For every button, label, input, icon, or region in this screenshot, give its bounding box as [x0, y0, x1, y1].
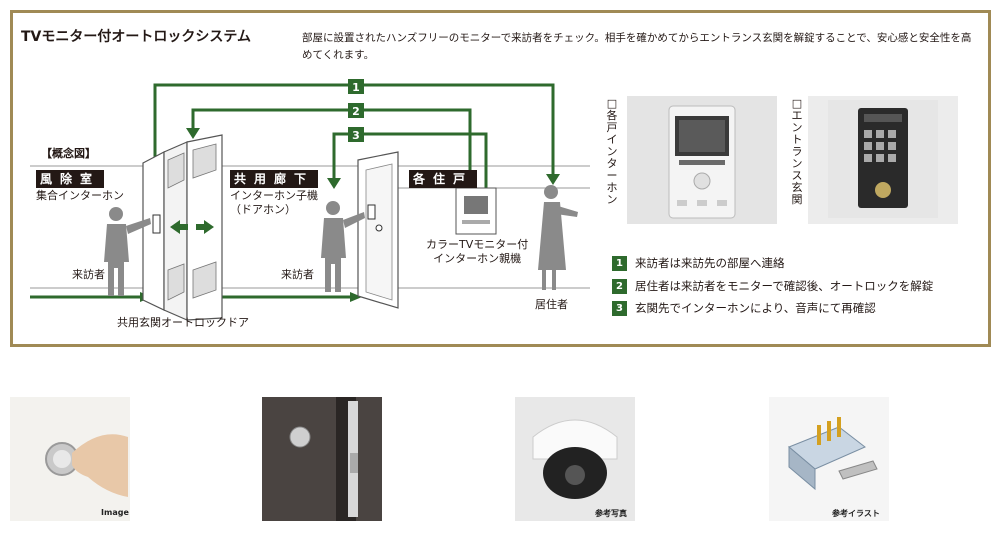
- caption-reference-photo: 参考写真: [595, 509, 627, 518]
- flow-badge-1: [348, 79, 364, 94]
- door-label: 共用玄関オートロックドア: [117, 316, 249, 329]
- legend-text-3: 玄関先でインターホンにより、音声にて再確認: [635, 301, 876, 315]
- flow-3-line: [332, 132, 488, 190]
- flow-badge-1-text: 1: [352, 81, 360, 94]
- indoor-unit-photo: [627, 96, 777, 224]
- room-tag-unit: 各住戸: [409, 170, 478, 188]
- apartment-door: [357, 151, 399, 309]
- flow-3-arrowhead: [327, 178, 341, 189]
- room-tag-corridor: 共用廊下: [230, 170, 319, 188]
- description: 部屋に設置されたハンズフリーのモニターで来訪者をチェック。相手を確かめてからエン…: [302, 32, 972, 61]
- legend-number-1: 1: [612, 255, 627, 271]
- resident-label: 居住者: [535, 298, 568, 311]
- caption-reference-illustration: 参考イラスト: [832, 509, 880, 518]
- visitor-figure-left: [104, 207, 151, 296]
- key-photo: [10, 397, 130, 521]
- visitor-label-corridor: 来訪者: [281, 268, 314, 281]
- camera-image: [515, 397, 635, 521]
- concept-label: 【概念図】: [41, 147, 96, 160]
- flow-badge-3: [348, 127, 364, 142]
- flow-badge-2: [348, 103, 364, 118]
- cylinder-image: [769, 397, 889, 521]
- room-tag-vestibule: 風除室: [36, 170, 105, 188]
- caption-image: Image: [101, 508, 129, 517]
- camera-photo: [515, 397, 635, 521]
- indoor-unit-image: [668, 105, 736, 219]
- room-sub-unit: カラーTVモニター付 インターホン親機: [426, 238, 529, 265]
- legend-number-2: 2: [612, 278, 627, 294]
- door-lock-image: [262, 397, 382, 521]
- key-image: [10, 397, 130, 521]
- master-station-device: [455, 187, 497, 235]
- auto-lock-door: [142, 134, 223, 321]
- system-title: TVモニター付オートロックシステム: [21, 29, 251, 45]
- room-sub-corridor: インターホン子機 （ドアホン）: [230, 189, 318, 216]
- legend-text-2: 居住者は来訪者をモニターで確認後、オートロックを解錠: [635, 279, 934, 293]
- legend-item-3: 3 玄関先でインターホンにより、音声にて再確認: [612, 300, 876, 316]
- legend-item-2: 2 居住者は来訪者をモニターで確認後、オートロックを解錠: [612, 278, 933, 294]
- legend-item-1: 1 来訪者は来訪先の部屋へ連絡: [612, 255, 785, 271]
- visitor-figure-corridor: [321, 201, 365, 292]
- flow-2-line: [191, 108, 472, 190]
- flow-2-arrowhead: [186, 128, 200, 139]
- flow-1-arrowhead: [546, 174, 560, 185]
- cylinder-illustration: [769, 397, 889, 521]
- entrance-unit-label: □エントランス玄関: [791, 97, 803, 206]
- legend-number-3: 3: [612, 300, 627, 316]
- indoor-unit-label: □各戸インターホン: [606, 97, 618, 206]
- door-lock-photo: [262, 397, 382, 521]
- entrance-unit-image: [828, 100, 938, 218]
- visitor-label-left: 来訪者: [72, 268, 105, 281]
- legend-text-1: 来訪者は来訪先の部屋へ連絡: [635, 256, 785, 270]
- resident-figure: [538, 185, 578, 290]
- entrance-unit-photo: [808, 96, 958, 224]
- flow-badge-3-text: 3: [352, 129, 360, 142]
- room-sub-vestibule: 集合インターホン: [36, 189, 124, 202]
- flow-badge-2-text: 2: [352, 105, 360, 118]
